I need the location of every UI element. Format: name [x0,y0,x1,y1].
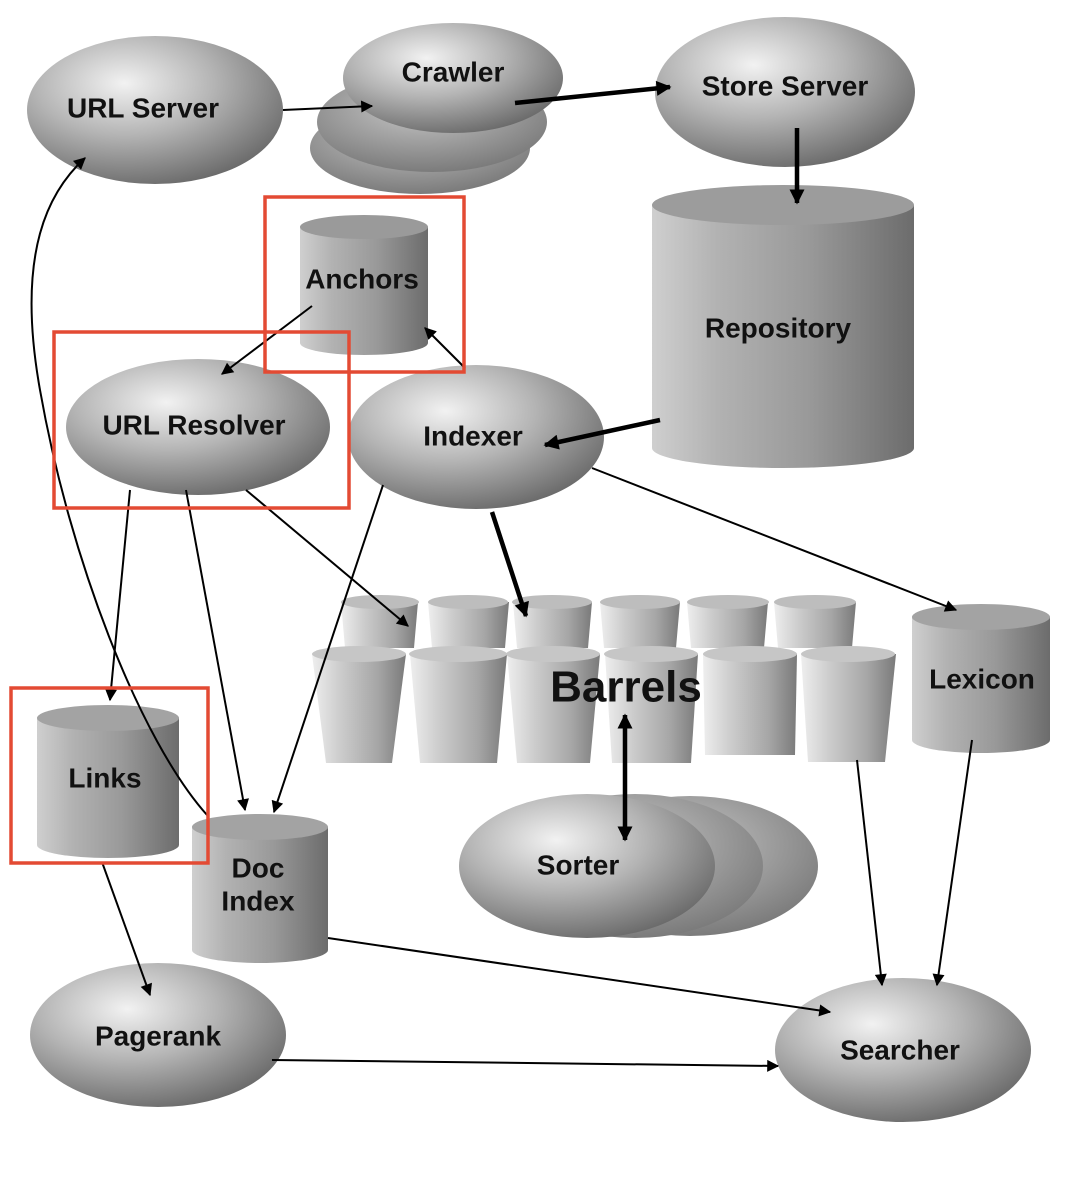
barrels-label: Barrels [550,663,702,712]
edge-indexer-to-barrels [489,511,529,618]
crawler-label: Crawler [402,56,505,87]
url-server-label: URL Server [67,92,219,123]
doc-index-label-line1: Doc [232,852,285,883]
edge-url-resolver-to-barrels [245,489,409,627]
pagerank-node: Pagerank [30,963,286,1107]
sorter-node: Sorter [459,794,818,938]
edge-links-to-url-server [30,157,208,816]
searcher-node: Searcher [775,978,1031,1122]
barrels-node: Barrels [312,595,896,763]
searcher-label: Searcher [840,1034,960,1065]
store-server-node: Store Server [655,17,915,167]
indexer-label: Indexer [423,420,523,451]
anchors-highlight-box [263,195,466,374]
anchors-label: Anchors [305,263,419,294]
links-highlight-box [9,686,210,865]
highlight-boxes [9,195,466,865]
edge-url-resolver-to-links [105,489,131,702]
url-resolver-highlight-box [52,330,351,510]
links-node: Links [37,705,179,858]
anchors-node: Anchors [300,215,428,355]
doc-index-node: Doc Index [192,814,328,963]
edge-doc-index-to-searcher [327,937,832,1017]
url-resolver-node: URL Resolver [66,359,330,495]
pagerank-label: Pagerank [95,1020,221,1051]
indexer-node: Indexer [348,365,604,509]
crawler-node: Crawler [310,23,563,194]
edge-url-server-to-crawler [282,100,374,113]
edge-indexer-to-anchors [424,327,466,369]
doc-index-label-line2: Index [221,885,295,916]
edge-repository-to-indexer [543,417,661,450]
sorter-label: Sorter [537,849,620,880]
edge-pagerank-to-searcher [271,1059,780,1072]
repository-node: Repository [652,185,914,468]
barrel-front-row [312,646,896,763]
repository-label: Repository [705,312,852,343]
edge-links-to-pagerank [101,861,152,997]
edge-url-resolver-to-doc-index [185,489,249,812]
edge-crawler-to-store-server [514,80,672,106]
store-server-label: Store Server [702,70,869,101]
edge-lexicon-to-searcher [932,739,973,987]
edge-anchors-to-url-resolver [221,305,313,375]
edge-barrels-to-searcher [856,759,887,987]
url-server-node: URL Server [27,36,283,184]
url-resolver-label: URL Resolver [102,409,285,440]
edge-indexer-to-lexicon [591,467,958,612]
edge-indexer-to-doc-index [271,484,384,814]
lexicon-label: Lexicon [929,663,1035,694]
lexicon-node: Lexicon [912,604,1050,753]
edges [30,80,973,1072]
links-label: Links [68,762,141,793]
barrel-back-row [341,595,856,648]
